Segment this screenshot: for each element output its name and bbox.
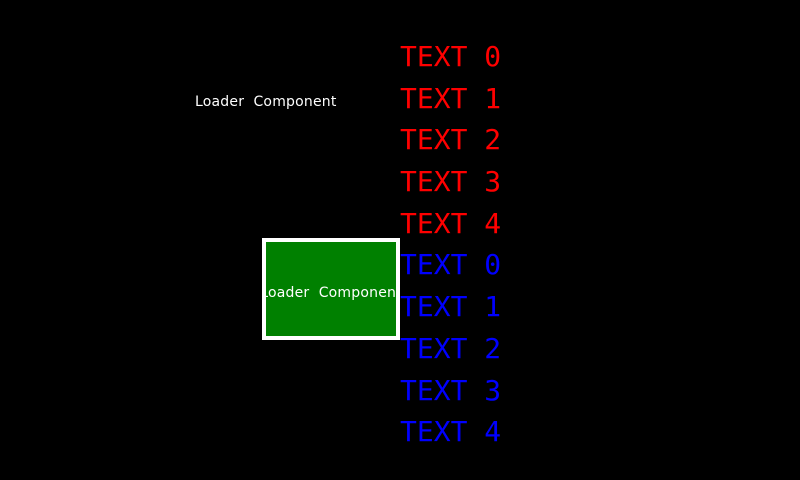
loader-component-box[interactable]: Loader Component <box>262 238 400 340</box>
text-item-red-3: TEXT 3 <box>400 165 502 199</box>
text-item-red-0: TEXT 0 <box>400 40 502 73</box>
text-item-red-4: TEXT 4 <box>400 206 502 240</box>
text-item-blue-4: TEXT 4 <box>400 415 502 449</box>
text-item-blue-3: TEXT 3 <box>400 373 502 407</box>
loader-component-top-label: Loader Component <box>195 94 337 110</box>
text-item-red-2: TEXT 2 <box>400 123 502 157</box>
text-item-blue-2: TEXT 2 <box>400 331 502 365</box>
text-item-red-1: TEXT 1 <box>400 81 502 115</box>
text-item-blue-0: TEXT 0 <box>400 248 502 282</box>
text-list: TEXT 0 TEXT 1 TEXT 2 TEXT 3 TEXT 4 TEXT … <box>400 36 501 453</box>
loader-component-box-label: Loader Component <box>262 285 400 301</box>
text-item-blue-1: TEXT 1 <box>400 290 502 324</box>
